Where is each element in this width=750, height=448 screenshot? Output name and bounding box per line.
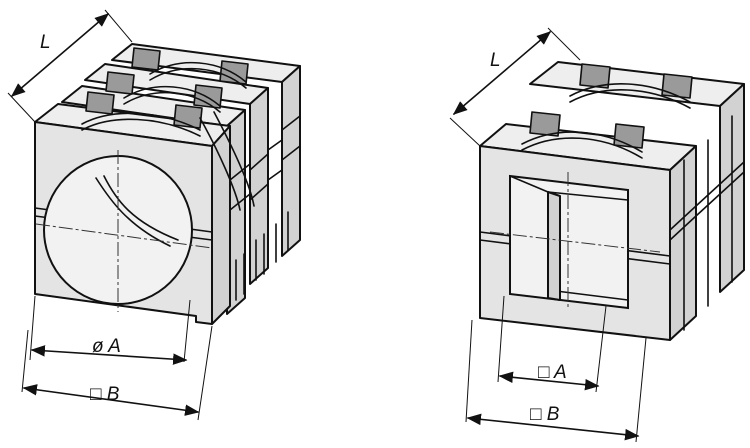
left-diameter-label: ø A [92, 336, 121, 357]
square-clamp-block [479, 61, 745, 341]
left-outer-dimension: □ B [21, 325, 213, 421]
clamp-strap-back [131, 47, 249, 89]
clamp-strap-middle [105, 71, 223, 113]
right-inner-label: □ A [538, 362, 567, 383]
round-clamp-block [34, 43, 301, 325]
back-block-side [281, 65, 301, 257]
right-front-block-side [669, 145, 697, 341]
left-diameter-dimension: ø A [29, 295, 191, 365]
left-length-dimension: L [7, 9, 133, 123]
square-bore [509, 174, 629, 310]
center-line-horizontal [35, 223, 213, 249]
front-block-side [211, 125, 231, 325]
right-inner-dimension: □ A [497, 295, 607, 393]
right-length-dimension: L [449, 27, 581, 147]
clamp-strap-front [81, 91, 203, 137]
left-outer-label: □ B [90, 384, 120, 405]
right-clamp-strap-front [521, 111, 645, 159]
right-center-line-horizontal [489, 231, 661, 253]
right-clamp-strap-back [569, 63, 693, 109]
right-outer-dimension: □ B [465, 319, 647, 443]
right-length-label: L [490, 50, 501, 71]
left-length-label: L [40, 32, 51, 53]
right-outer-label: □ B [530, 404, 560, 425]
